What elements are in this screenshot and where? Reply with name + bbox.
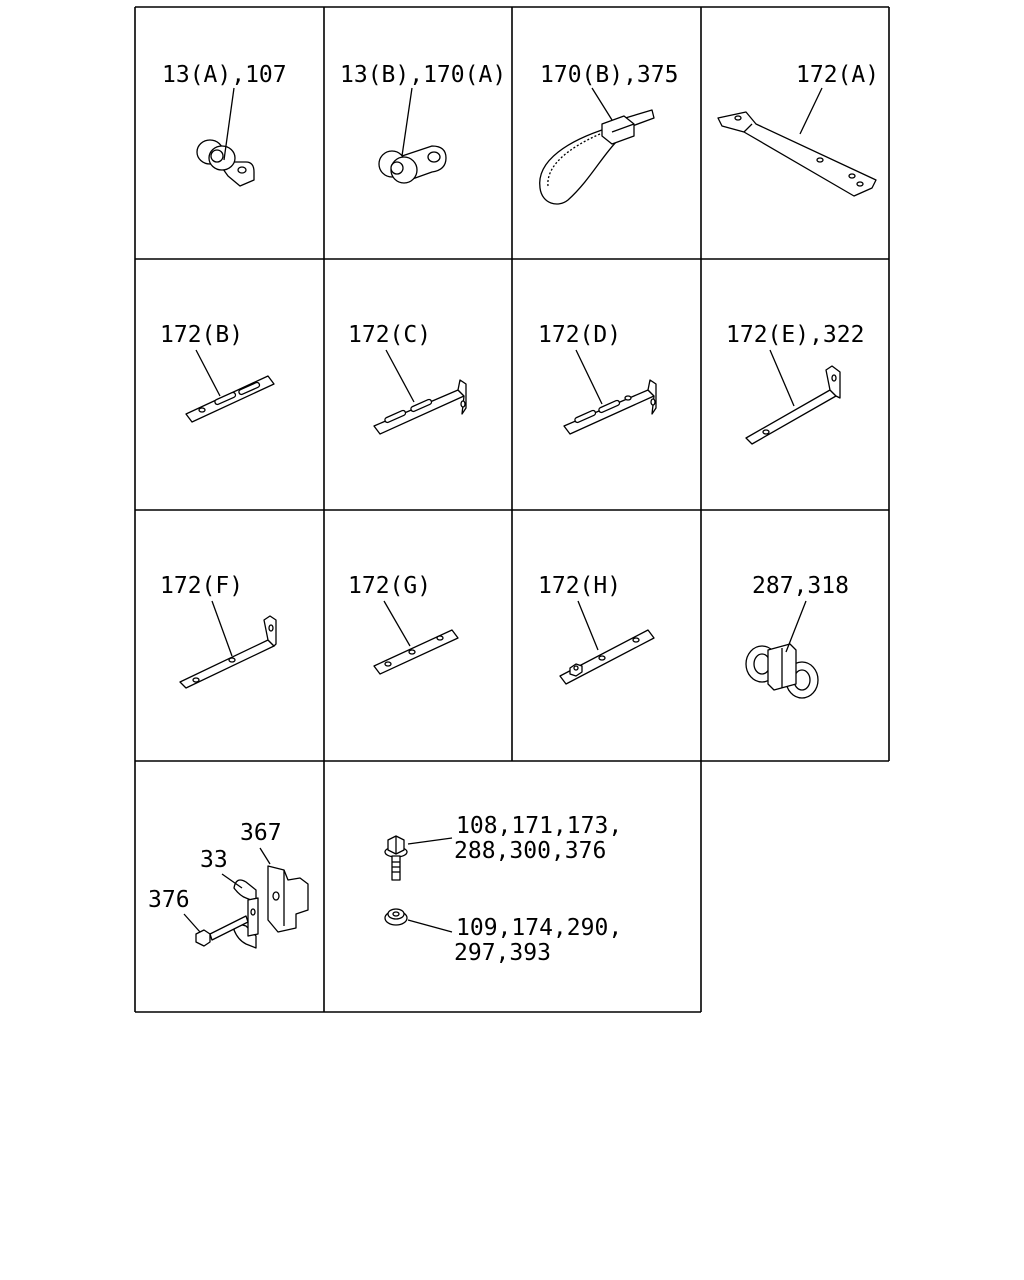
cell-287-318: 287,318 — [745, 573, 849, 699]
label-287-318: 287,318 — [752, 573, 849, 599]
bracket-l-tall — [745, 365, 841, 445]
label-172g: 172(G) — [348, 573, 431, 599]
plate-flat-three-holes — [373, 629, 459, 675]
flange-bolt — [384, 835, 408, 881]
label-172a: 172(A) — [796, 62, 879, 88]
cell-bolt-washer: 108,171,173, 288,300,376 109,174,290, 29… — [384, 813, 622, 966]
cell-13b-170a: 13(B),170(A) — [340, 62, 506, 184]
label-172e-322: 172(E),322 — [726, 322, 864, 348]
cell-170b-375: 170(B),375 — [539, 62, 678, 205]
cell-172e-322: 172(E),322 — [726, 322, 864, 445]
cell-172c: 172(C) — [348, 322, 467, 435]
cell-172d: 172(D) — [538, 322, 657, 435]
clip-clamp-with-tab — [378, 145, 447, 184]
bolt-376 — [195, 915, 249, 947]
cell-367-33-376: 367 33 376 — [148, 820, 309, 949]
cell-172h: 172(H) — [538, 573, 655, 685]
cable-tie — [539, 109, 655, 205]
clip-33 — [233, 879, 259, 949]
cell-172f: 172(F) — [160, 573, 277, 689]
cell-172b: 172(B) — [160, 322, 275, 423]
label-172d: 172(D) — [538, 322, 621, 348]
label-13b-170a: 13(B),170(A) — [340, 62, 506, 88]
bracket-367 — [267, 865, 309, 933]
clip-clamp-small — [196, 139, 255, 187]
label-bolt-line1: 108,171,173, — [456, 813, 622, 839]
bracket-l-slotted-2 — [563, 379, 657, 435]
label-170b-375: 170(B),375 — [540, 62, 678, 88]
label-367: 367 — [240, 820, 282, 846]
label-172f: 172(F) — [160, 573, 243, 599]
cell-172g: 172(G) — [348, 573, 459, 675]
label-washer-line1: 109,174,290, — [456, 915, 622, 941]
bracket-l-slotted — [373, 379, 467, 435]
cell-13a-107: 13(A),107 — [162, 62, 287, 187]
label-bolt-line2: 288,300,376 — [454, 838, 606, 864]
label-172c: 172(C) — [348, 322, 431, 348]
bracket-flat-slotted — [185, 375, 275, 423]
label-172h: 172(H) — [538, 573, 621, 599]
bracket-long-bent — [717, 111, 877, 197]
cell-172a: 172(A) — [717, 62, 879, 197]
bracket-l-flat — [179, 615, 277, 689]
label-376: 376 — [148, 887, 190, 913]
label-33: 33 — [200, 847, 228, 873]
plate-with-nut — [559, 629, 655, 685]
label-13a-107: 13(A),107 — [162, 62, 287, 88]
flange-nut — [384, 908, 408, 926]
grid-lines — [134, 6, 890, 1013]
label-172b: 172(B) — [160, 322, 243, 348]
label-washer-line2: 297,393 — [454, 940, 551, 966]
double-clamp — [745, 643, 819, 699]
